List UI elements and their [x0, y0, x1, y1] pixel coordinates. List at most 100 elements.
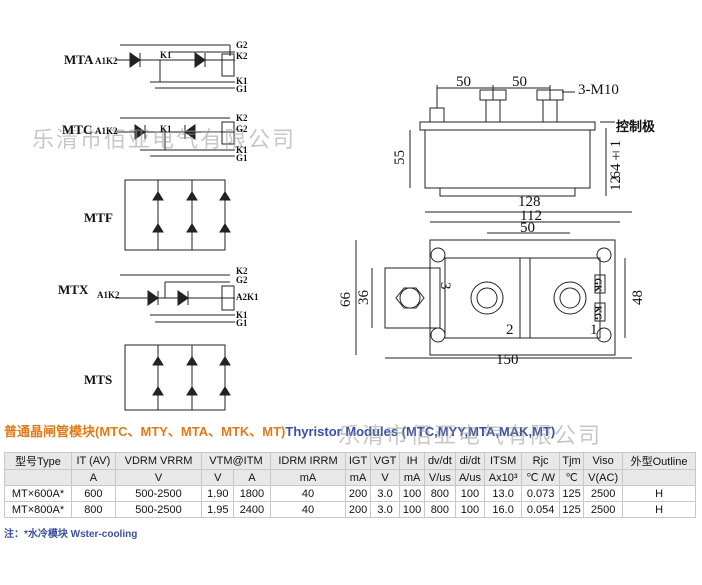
side-view	[409, 85, 615, 197]
unit-cell	[4, 469, 72, 486]
table-cell: 0.054	[521, 501, 560, 518]
mta-g2: G2	[236, 40, 248, 50]
table-units-row: A V V A mA mA V mA V/us A/us Ax10³ ℃ /W …	[4, 469, 696, 486]
table-cell: 1.90	[201, 485, 235, 502]
col-viso: Viso	[583, 452, 624, 470]
table-cell: 2400	[233, 501, 271, 518]
col-vdrm: VDRM VRRM	[114, 452, 203, 470]
col-vgt: VGT	[369, 452, 401, 470]
mta-circuit	[115, 44, 235, 89]
table-cell: MT×600A*	[4, 485, 72, 502]
terminal-2: 2	[506, 322, 514, 338]
dim-w50: 50	[520, 220, 535, 236]
mtx-g2: G2	[236, 275, 248, 285]
dim-h12: 12	[608, 176, 624, 191]
dim-screw: 3-M10	[578, 82, 619, 98]
col-igt: IGT	[345, 452, 371, 470]
mtc-k1b: K1	[236, 145, 248, 155]
unit-cell: ℃ /W	[521, 469, 560, 486]
unit-cell	[622, 469, 696, 486]
col-didt: di/dt	[455, 452, 485, 470]
mta-k2: K2	[236, 51, 248, 61]
table-cell: 16.0	[483, 501, 523, 518]
mtx-a1k2: A1K2	[97, 290, 120, 300]
col-tjm: Tjm	[558, 452, 585, 470]
dim-control: 控制极	[616, 120, 656, 135]
mtc-circuit	[115, 117, 235, 157]
table-row: MT×600A* 600 500-2500 1.90 1800 40 200 3…	[4, 485, 696, 502]
unit-cell: mA	[345, 469, 371, 486]
unit-cell: Ax10³	[483, 469, 523, 486]
gate-gk: GK	[593, 278, 603, 293]
table-header-row: 型号Type IT (AV) VDRM VRRM VTM@ITM IDRM IR…	[4, 452, 696, 470]
footnote: 注：*水冷模块 Wster-cooling	[4, 529, 138, 540]
table-cell: 1800	[233, 485, 271, 502]
dim-w112: 112	[520, 208, 542, 224]
mta-label: MTA	[64, 52, 94, 67]
table-cell: 500-2500	[114, 485, 203, 502]
terminal-1: 1	[590, 322, 598, 338]
table-cell: 3.0	[369, 501, 401, 518]
col-idrm: IDRM IRRM	[269, 452, 347, 470]
table-cell: 2500	[583, 501, 624, 518]
table-cell: 800	[423, 485, 457, 502]
table-cell: 800	[70, 501, 116, 518]
mta-k1b: K1	[236, 76, 248, 86]
mtf-label: MTF	[84, 210, 113, 225]
unit-cell: V(AC)	[583, 469, 624, 486]
mtx-k1: K1	[236, 310, 248, 320]
table-cell: H	[622, 485, 696, 502]
watermark-2: 乐清市佰亚电气有限公司	[338, 424, 603, 449]
mtf-bridge	[124, 179, 231, 251]
watermark: 乐清市佰亚电气有限公司	[32, 128, 297, 153]
dim-h66: 66	[338, 292, 354, 307]
table-cell: 200	[345, 501, 371, 518]
col-vtm: VTM@ITM	[201, 452, 271, 470]
title-en: Thyristor Modules (MTC,MYY,MTA,MAK,MT)	[285, 424, 556, 439]
mtc-k2: K2	[236, 113, 248, 123]
table-cell: 0.073	[521, 485, 560, 502]
mtc-label: MTC	[62, 122, 93, 137]
gate-kg: KG	[593, 306, 603, 321]
col-dvdt: dv/dt	[423, 452, 457, 470]
table-cell: 800	[423, 501, 457, 518]
dim-50-left: 50	[456, 74, 471, 90]
mtc-a1k2: A1K2	[95, 126, 118, 136]
unit-cell: V	[201, 469, 235, 486]
mta-a1k2: A1K2	[95, 56, 118, 66]
mtx-k2: K2	[236, 266, 248, 276]
unit-cell: mA	[399, 469, 425, 486]
col-outline: 外型Outline	[622, 452, 696, 470]
mta-k1: K1	[160, 50, 172, 60]
table-row: MT×800A* 800 500-2500 1.95 2400 40 200 3…	[4, 501, 696, 518]
unit-cell: V	[114, 469, 203, 486]
table-cell: MT×800A*	[4, 501, 72, 518]
unit-cell: A	[233, 469, 271, 486]
table-cell: 2500	[583, 485, 624, 502]
mtc-g2: G2	[236, 124, 248, 134]
mts-label: MTS	[84, 372, 113, 387]
table-cell: 100	[399, 501, 425, 518]
title-zh: 普通晶闸管模块(MTC、MTY、MTA、MTK、MT)	[4, 424, 286, 439]
mtx-a2k1: A2K1	[236, 292, 259, 302]
table-cell: 600	[70, 485, 116, 502]
table-cell: 40	[269, 501, 347, 518]
table-cell: 125	[558, 501, 585, 518]
col-ih: IH	[399, 452, 425, 470]
mtc-k1: K1	[160, 124, 172, 134]
table-cell: 1.95	[201, 501, 235, 518]
product-title: 普通晶闸管模块(MTC、MTY、MTA、MTK、MT)Thyristor Mod…	[4, 421, 555, 440]
dim-h64: 64±1	[608, 140, 624, 179]
table-cell: 100	[455, 485, 485, 502]
table-cell: 200	[345, 485, 371, 502]
table-cell: 100	[455, 501, 485, 518]
terminal-3: 3	[437, 282, 453, 290]
col-rjc: Rjc	[521, 452, 560, 470]
unit-cell: V	[369, 469, 401, 486]
table-cell: 125	[558, 485, 585, 502]
unit-cell: A	[70, 469, 116, 486]
dim-w128: 128	[518, 194, 541, 210]
col-type: 型号Type	[4, 452, 72, 470]
spec-table: 型号Type IT (AV) VDRM VRRM VTM@ITM IDRM IR…	[4, 452, 696, 518]
mtx-label: MTX	[58, 282, 89, 297]
